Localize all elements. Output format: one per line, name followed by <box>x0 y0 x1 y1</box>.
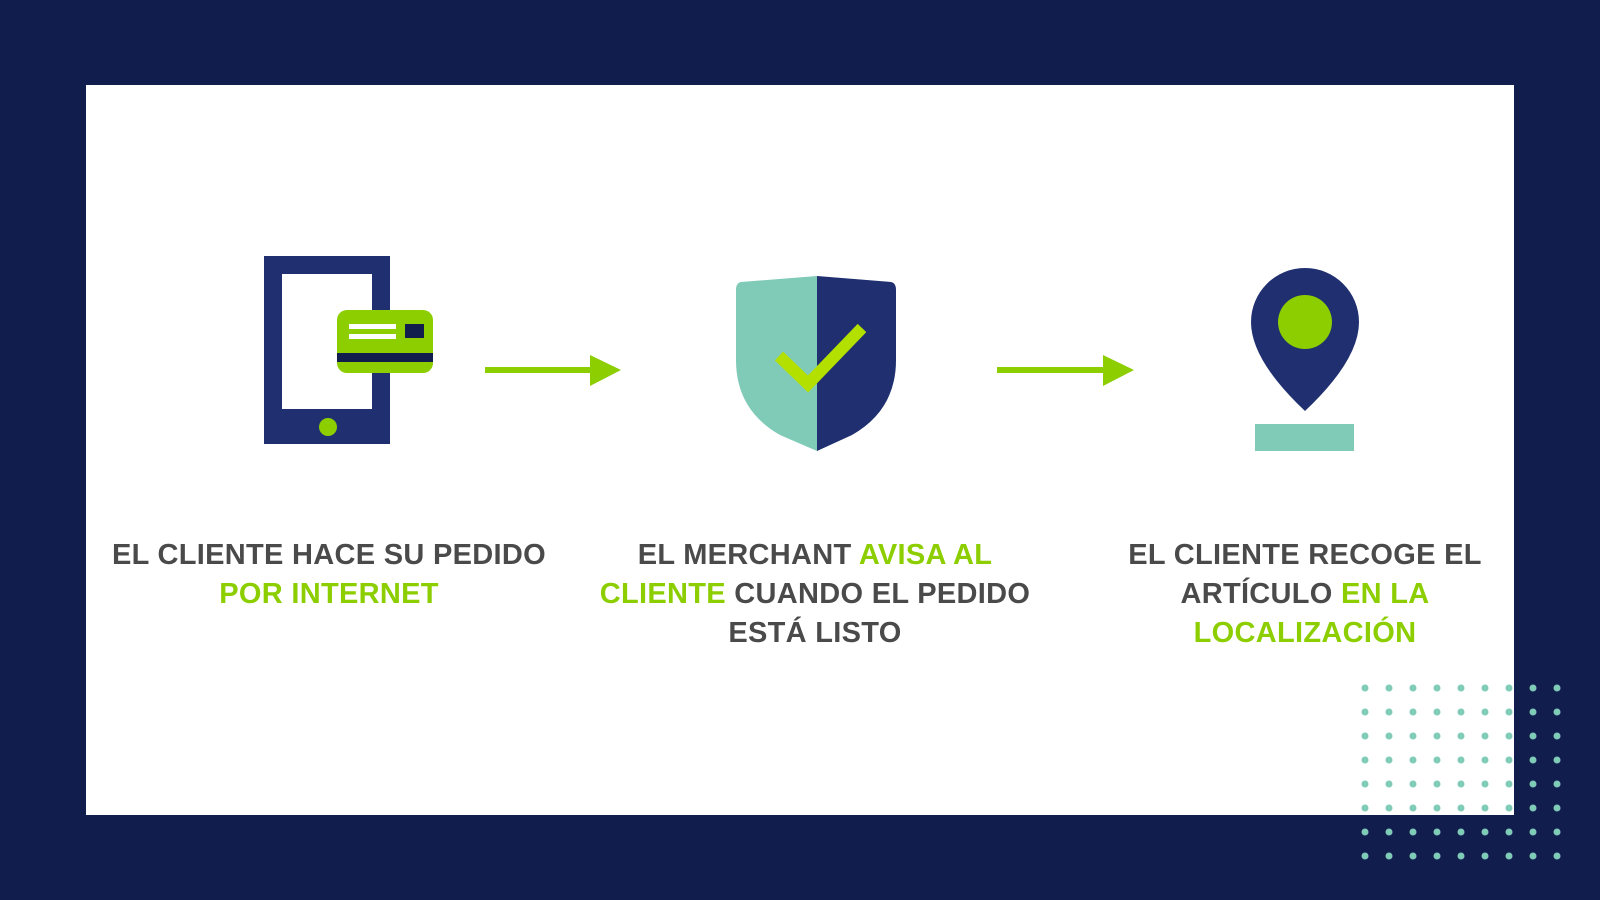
dot <box>1433 852 1441 860</box>
dot <box>1409 804 1417 812</box>
arrow-icon <box>485 355 621 386</box>
dot <box>1457 852 1465 860</box>
dot <box>1481 804 1489 812</box>
dot <box>1433 708 1441 716</box>
step-3-caption: EL CLIENTE RECOGE EL ARTÍCULO EN LA LOCA… <box>1075 536 1535 653</box>
dot <box>1361 828 1369 836</box>
dot <box>1457 780 1465 788</box>
dot <box>1553 684 1561 692</box>
decorative-dot-grid <box>1361 684 1561 860</box>
dot <box>1361 756 1369 764</box>
dot <box>1361 708 1369 716</box>
dot <box>1481 708 1489 716</box>
dot <box>1457 804 1465 812</box>
dot <box>1409 756 1417 764</box>
dot <box>1505 780 1513 788</box>
dot <box>1457 732 1465 740</box>
dot <box>1361 684 1369 692</box>
dot <box>1553 756 1561 764</box>
dot <box>1529 828 1537 836</box>
dot <box>1505 852 1513 860</box>
dot <box>1433 756 1441 764</box>
dot <box>1385 828 1393 836</box>
dot <box>1409 732 1417 740</box>
dot <box>1553 732 1561 740</box>
dot <box>1553 828 1561 836</box>
dot <box>1361 732 1369 740</box>
caption-text: EL MERCHANT <box>637 539 859 571</box>
dot <box>1385 756 1393 764</box>
dot <box>1385 804 1393 812</box>
dot <box>1505 708 1513 716</box>
caption-text: CUANDO EL PEDIDO ESTÁ LISTO <box>725 578 1031 649</box>
dot <box>1433 684 1441 692</box>
dot <box>1553 780 1561 788</box>
dot <box>1457 684 1465 692</box>
caption-highlight: POR INTERNET <box>219 578 439 610</box>
phone-card-icon <box>264 256 433 444</box>
dot <box>1457 708 1465 716</box>
dot <box>1433 732 1441 740</box>
dot <box>1457 756 1465 764</box>
dot <box>1553 852 1561 860</box>
arrow-icon <box>997 355 1134 386</box>
dot <box>1529 708 1537 716</box>
dot <box>1553 804 1561 812</box>
dot <box>1409 780 1417 788</box>
caption-highlight: AVISA AL CLIENTE <box>599 539 993 610</box>
dot <box>1529 732 1537 740</box>
caption-highlight: EN LA LOCALIZACIÓN <box>1193 578 1430 649</box>
dot <box>1553 708 1561 716</box>
dot <box>1505 684 1513 692</box>
step-2-caption: EL MERCHANT AVISA AL CLIENTE CUANDO EL P… <box>585 536 1045 653</box>
dot <box>1361 780 1369 788</box>
dot <box>1481 828 1489 836</box>
dot <box>1385 732 1393 740</box>
shield-check-icon <box>736 276 896 451</box>
dot <box>1481 780 1489 788</box>
dot <box>1361 852 1369 860</box>
dot <box>1409 828 1417 836</box>
dot <box>1409 852 1417 860</box>
dot <box>1505 756 1513 764</box>
dot <box>1385 708 1393 716</box>
caption-text: EL CLIENTE HACE SU PEDIDO <box>112 539 546 571</box>
caption-text: EL CLIENTE RECOGE EL ARTÍCULO <box>1128 539 1482 610</box>
dot <box>1529 780 1537 788</box>
dot <box>1433 828 1441 836</box>
dot <box>1481 756 1489 764</box>
dot <box>1529 852 1537 860</box>
dot <box>1505 732 1513 740</box>
dot <box>1409 708 1417 716</box>
dot <box>1481 852 1489 860</box>
dot <box>1505 804 1513 812</box>
step-1-caption: EL CLIENTE HACE SU PEDIDO POR INTERNET <box>99 536 559 614</box>
dot <box>1481 684 1489 692</box>
dot <box>1529 804 1537 812</box>
dot <box>1385 780 1393 788</box>
dot <box>1361 804 1369 812</box>
dot <box>1505 828 1513 836</box>
dot <box>1433 780 1441 788</box>
dot <box>1433 804 1441 812</box>
dot <box>1409 684 1417 692</box>
dot <box>1529 684 1537 692</box>
location-pin-icon <box>1251 268 1359 451</box>
dot <box>1529 756 1537 764</box>
dot <box>1457 828 1465 836</box>
dot <box>1385 684 1393 692</box>
dot <box>1481 732 1489 740</box>
dot <box>1385 852 1393 860</box>
